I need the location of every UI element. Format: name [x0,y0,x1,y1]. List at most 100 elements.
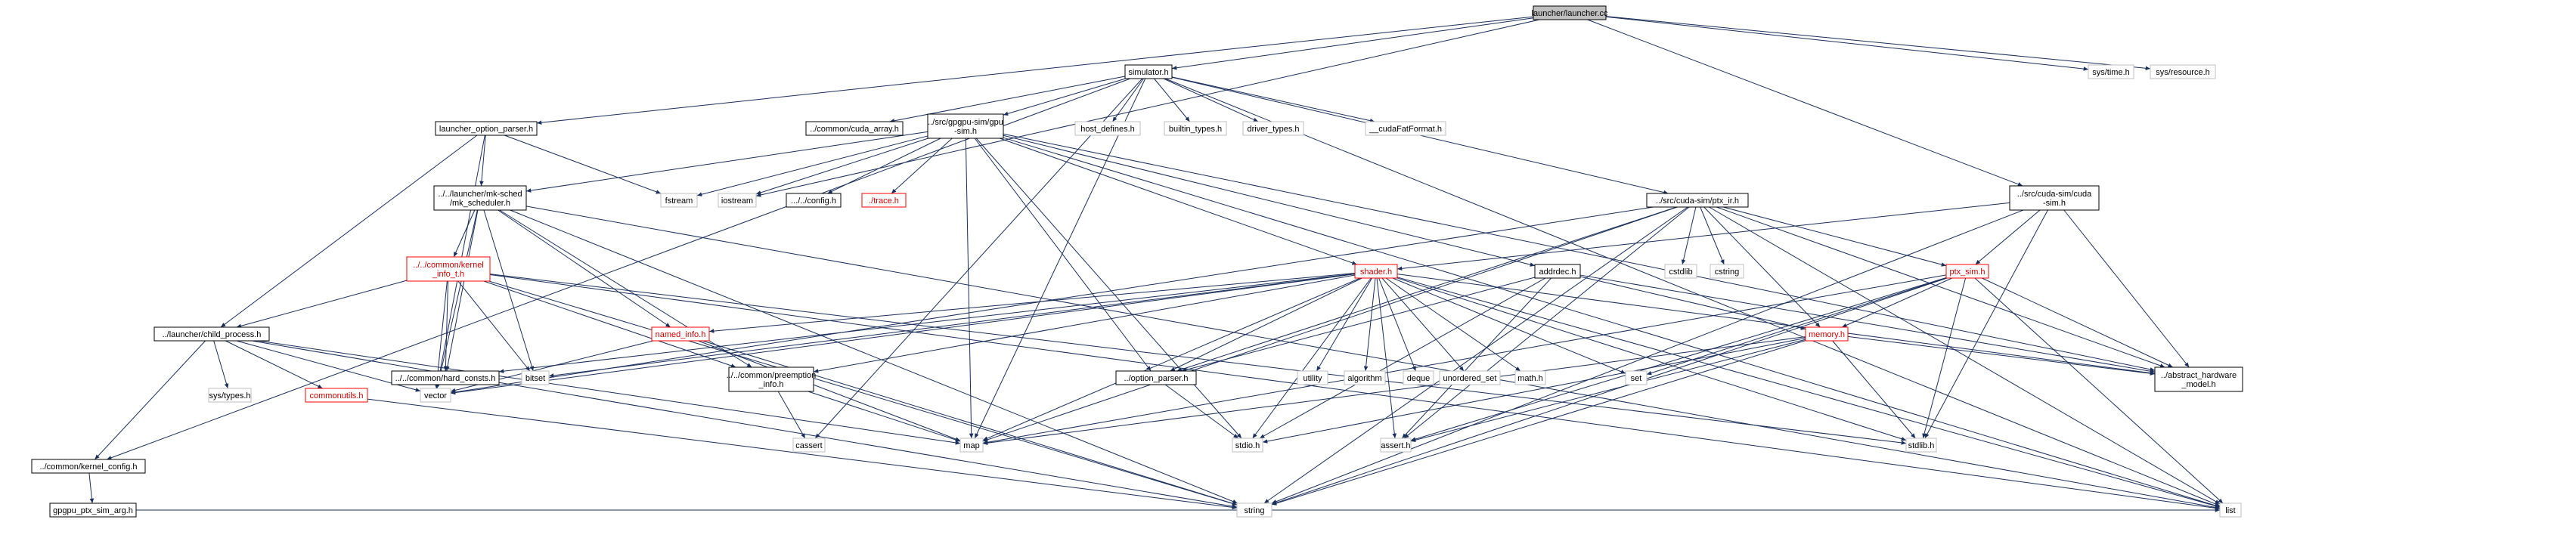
graph-node-config_h[interactable]: .../../config.h [786,193,842,208]
include-edge-gpgpu_sim_h-to-trace_h [891,138,953,194]
graph-node-option_parser_h[interactable]: launcher_option_parser.h [435,121,538,136]
graph-node-builtin_types_h[interactable]: builtin_types.h [1164,121,1227,136]
include-edge-root-to-option_parser_h [536,16,1534,125]
graph-node-kernel_config_h[interactable]: ../common/kernel_config.h [31,459,146,474]
graph-node-gpgpu_sim_h[interactable]: ../src/gpgpu-sim/gpu-sim.h [927,113,1004,139]
graph-node-iostream[interactable]: iostream [718,193,757,208]
node-label: ../launcher/child_process.h [163,330,262,339]
graph-node-gpgpu_ptx_sim_arg_h[interactable]: gpgpu_ptx_sim_arg.h [49,503,137,518]
include-edge-memory_h-to-map [982,336,1806,446]
include-edge-shader_h-to-utility [1316,277,1373,372]
graph-node-simulator_h[interactable]: simulator.h [1124,64,1173,79]
include-edge-child_process_h-to-map [258,340,961,445]
graph-node-cuda_array_h[interactable]: ../common/cuda_array.h [805,121,904,136]
graph-node-commonutils_h[interactable]: commonutils.h [305,388,368,403]
node-label: simulator.h [1128,68,1168,77]
graph-node-deque[interactable]: deque [1403,370,1434,385]
graph-node-fstream[interactable]: fstream [660,193,698,208]
graph-node-host_defines_h[interactable]: host_defines.h [1074,121,1141,136]
graph-node-hard_consts_h[interactable]: ../../common/hard_consts.h [391,370,500,385]
node-label: ../common/kernel_config.h [39,462,137,472]
graph-node-cstring[interactable]: cstring [1710,264,1744,279]
graph-node-set[interactable]: set [1625,370,1648,385]
include-edge-cudasim_ptx_ir_h-to-map [982,206,1678,442]
graph-node-vector[interactable]: vector [420,388,451,403]
node-label: _info.h [758,380,783,389]
node-label: memory.h [1809,330,1845,339]
graph-node-cstdlib[interactable]: cstdlib [1664,264,1697,279]
node-label: sys/resource.h [2156,68,2210,77]
node-label: -sim.h [2043,199,2066,208]
include-edge-root-to-cudasim_cuda_sim_h [1587,19,2023,187]
nodes-layer: launcher/launcher.cc simulator.h sys/time.… [31,5,2243,518]
graph-node-kernel_info_h[interactable]: ../../common/kernel_info_t.h [406,256,491,282]
node-box [420,388,451,403]
graph-node-cudasim_ptx_ir_h[interactable]: ../src/cuda-sim/ptx_ir.h [1646,193,1749,208]
graph-node-stdlib_h[interactable]: stdlib.h [1905,438,1937,453]
node-box [660,193,698,208]
graph-node-ptx_sim_h[interactable]: ptx_sim.h [1945,264,1989,279]
node-box [718,193,757,208]
node-box [2219,503,2242,518]
graph-node-string[interactable]: string [1236,503,1273,518]
node-box [805,121,904,136]
graph-node-child_process_h[interactable]: ../launcher/child_process.h [153,326,270,342]
graph-node-mk_scheduler_h[interactable]: ../../launcher/mk-sched/mk_scheduler.h [433,185,527,211]
include-edge-cudasim_ptx_ir_h-to-list [1709,206,2221,505]
graph-node-named_info_h[interactable]: named_info.h [651,326,710,342]
graph-node-bitset[interactable]: bitset [521,370,550,385]
graph-node-cuda_fat_format_h[interactable]: __cudaFatFormat.h [1365,121,1446,136]
graph-node-utility[interactable]: utility [1297,370,1328,385]
include-edge-gpgpu_sim_h-to-config_h [827,138,941,194]
graph-node-list[interactable]: list [2219,503,2242,518]
edges-layer [88,16,2224,512]
include-edge-addrdec_h-to-abstract_hw_model_h [1579,274,2156,373]
include-edge-kernel_info_h-to-child_process_h [236,280,408,329]
include-edge-simulator_h-to-cuda_fat_format_h [1171,76,1375,123]
node-box [2009,185,2100,211]
include-edge-cudasim_ptx_ir_h-to-abstract_hw_model_h [1716,206,2165,368]
graph-node-sys_time_h[interactable]: sys/time.h [2088,64,2134,79]
node-box [786,193,842,208]
node-label: assert.h [1381,441,1410,450]
graph-node-shader_h[interactable]: shader.h [1354,264,1398,279]
include-edge-cudasim_cuda_sim_h-to-ptx_sim_h [1975,209,2041,265]
node-label: __cudaFatFormat.h [1369,125,1442,134]
node-label: gpgpu_ptx_sim_arg.h [53,506,133,515]
include-edge-cudasim_ptx_ir_h-to-vector [450,206,1654,394]
graph-node-driver_types_h[interactable]: driver_types.h [1242,121,1304,136]
graph-node-unordered_set[interactable]: unordered_set [1439,370,1501,385]
graph-node-sys_resource_h[interactable]: sys/resource.h [2150,64,2216,79]
include-edge-kernel_info_h-to-hard_consts_h [443,280,449,372]
node-box [1905,438,1937,453]
graph-node-memory_h[interactable]: memory.h [1805,326,1849,342]
include-edge-kernel_config_h-to-gpgpu_ptx_sim_arg_h [88,472,95,504]
include-edge-shader_h-to-assert_h [1376,277,1397,439]
graph-node-algorithm[interactable]: algorithm [1344,370,1386,385]
graph-node-opt_parser_h[interactable]: ../option_parser.h [1115,370,1197,385]
include-edge-ptx_sim_h-to-assert_h [1410,277,1947,441]
graph-node-trace_h[interactable]: ./trace.h [861,193,907,208]
graph-node-addrdec_h[interactable]: addrdec.h [1534,264,1581,279]
graph-node-stdio_h[interactable]: stdio.h [1232,438,1263,453]
graph-node-systypes_h[interactable]: sys/types.h [208,388,252,403]
node-label: sys/time.h [2092,68,2130,77]
node-label: utility [1303,374,1322,383]
include-edge-shader_h-to-unordered_set [1381,277,1465,372]
node-box [1236,503,1273,518]
graph-node-cassert[interactable]: cassert [792,438,826,453]
graph-node-math_h[interactable]: math.h [1514,370,1546,385]
graph-node-assert_h[interactable]: assert.h [1380,438,1412,453]
include-edge-gpgpu_sim_h-to-fstream [696,135,928,196]
graph-node-abstract_hw_model_h[interactable]: ../abstract_hardware_model.h [2154,366,2243,392]
node-label: ptx_sim.h [1949,268,1985,277]
node-label: deque [1407,374,1431,383]
node-box [31,459,146,474]
graph-node-map[interactable]: map [959,438,984,453]
graph-node-preemption_info_h[interactable]: ../../common/preemption_info.h [727,366,817,392]
include-edge-gpgpu_sim_h-to-mk_scheduler_h [525,131,928,193]
include-edge-commonutils_h-to-string [367,398,1238,510]
graph-node-cudasim_cuda_sim_h[interactable]: ../src/cuda-sim/cuda-sim.h [2009,185,2100,211]
include-edge-gpgpu_sim_h-to-stdio_h [975,138,1242,439]
graph-node-root[interactable]: launcher/launcher.cc [1532,5,1608,20]
